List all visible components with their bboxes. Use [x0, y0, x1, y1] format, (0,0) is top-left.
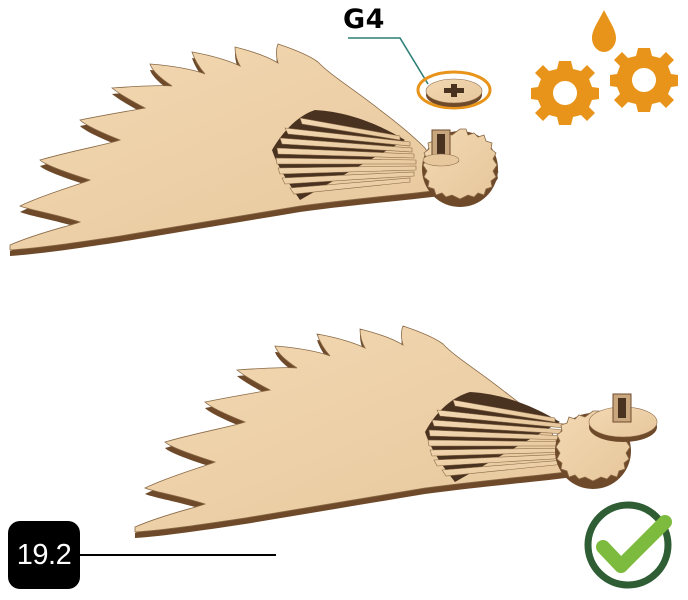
wing-part-after [135, 326, 657, 538]
step-divider-line [80, 554, 276, 556]
part-label-g4: G4 [343, 4, 385, 35]
wing-part-before [10, 44, 498, 256]
g4-part-callout [348, 38, 490, 108]
step-number-badge: 19.2 [8, 521, 80, 589]
checkmark-circle-icon [588, 505, 668, 585]
oil-drop-gears-icon [531, 10, 678, 125]
